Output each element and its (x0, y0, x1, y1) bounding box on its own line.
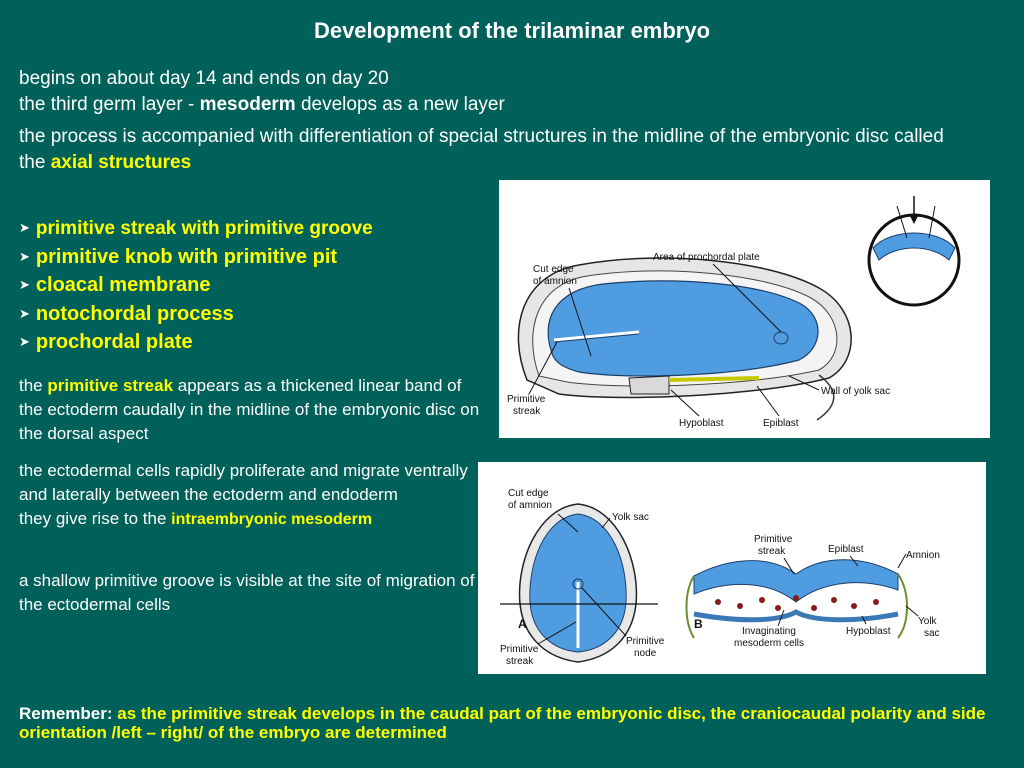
label-mesoderm-cells: mesoderm cells (734, 638, 804, 649)
embryonic-disc-figure: Cut edge of amnion Area of prochordal pl… (499, 180, 990, 438)
label-node: Primitive (626, 636, 665, 647)
primitive-streak-paragraph: the primitive streak appears as a thicke… (19, 376, 480, 443)
label-panel-a: A (518, 617, 527, 631)
label-streak-a: streak (506, 656, 534, 667)
label-cut-edge-2: of amnion (533, 276, 577, 287)
arrow-bullet-icon: ➤ (19, 334, 30, 349)
intro-line-3: the process is accompanied with differen… (19, 126, 944, 173)
migration-paragraph: the ectodermal cells rapidly proliferate… (19, 459, 479, 532)
intro-line-2: the third germ layer - mesoderm develops… (19, 94, 505, 115)
label-prochordal: Area of prochordal plate (653, 252, 760, 263)
label-cut-edge: Cut edge (533, 264, 574, 275)
intro-text: begins on about day 14 and ends on day 2… (19, 66, 1009, 176)
label-hypoblast-b: Hypoblast (846, 626, 891, 637)
label-yolk-sac: Yolk sac (612, 512, 649, 523)
mesoderm-line: they give rise to the intraembryonic mes… (19, 509, 373, 528)
intro-line-1: begins on about day 14 and ends on day 2… (19, 68, 389, 89)
label-yolk: Yolk (918, 616, 938, 627)
label-primitive: Primitive (507, 394, 546, 405)
arrow-bullet-icon: ➤ (19, 220, 30, 235)
remember-note: Remember: as the primitive streak develo… (19, 704, 986, 742)
label-epiblast: Epiblast (763, 418, 799, 429)
migration-line: the ectodermal cells rapidly proliferate… (19, 461, 468, 504)
label-yolk-wall: Wall of yolk sac (821, 386, 890, 397)
label-cut-edge-b2: of amnion (508, 500, 552, 511)
label-sac: sac (924, 628, 940, 639)
arrow-bullet-icon: ➤ (19, 277, 30, 292)
list-item: ➤prochordal plate (19, 331, 193, 353)
list-item: ➤primitive streak with primitive groove (19, 218, 373, 239)
label-p-streak-2: streak (758, 546, 786, 557)
list-item: ➤notochordal process (19, 302, 234, 325)
label-streak: streak (513, 406, 541, 417)
label-node-2: node (634, 648, 657, 659)
list-item: ➤cloacal membrane (19, 274, 211, 296)
slide-title: Development of the trilaminar embryo (313, 18, 711, 43)
label-primitive-a: Primitive (500, 644, 539, 655)
axial-structures-list: ➤primitive streak with primitive groove … (19, 214, 489, 357)
label-epiblast-b: Epiblast (828, 544, 864, 555)
label-p-streak: Primitive (754, 534, 793, 545)
label-invaginating: Invaginating (742, 626, 796, 637)
arrow-bullet-icon: ➤ (19, 305, 30, 321)
label-hypoblast: Hypoblast (679, 418, 724, 429)
groove-paragraph: a shallow primitive groove is visible at… (19, 571, 475, 614)
label-panel-b: B (694, 617, 703, 631)
list-item: ➤primitive knob with primitive pit (19, 245, 338, 268)
label-cut-edge-b: Cut edge (508, 488, 549, 499)
label-amnion: Amnion (906, 550, 940, 561)
primitive-streak-figure: Cut edge of amnion Yolk sac A Primitive … (478, 462, 986, 674)
arrow-bullet-icon: ➤ (19, 248, 30, 264)
